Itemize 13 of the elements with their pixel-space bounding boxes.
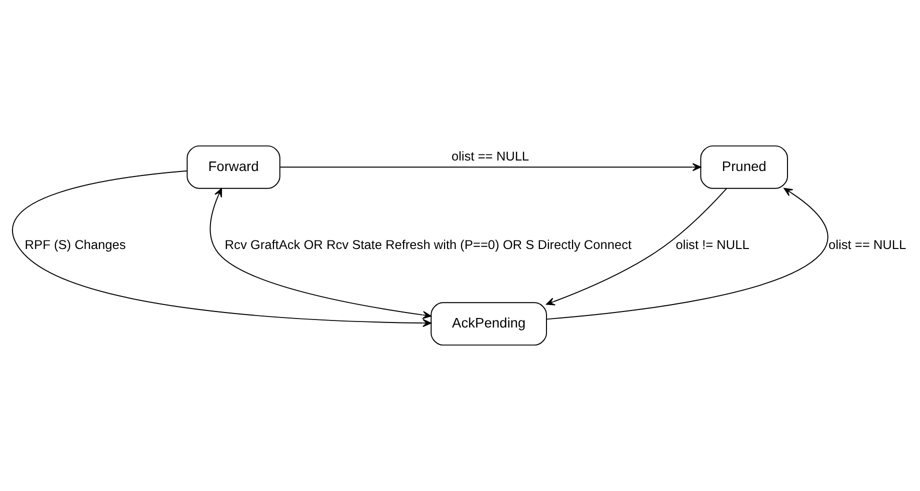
node-box: Forward <box>186 145 280 189</box>
edge-label: olist != NULL <box>676 236 750 252</box>
edge-label: olist == NULL <box>452 148 530 164</box>
edge-label: RPF (S) Changes <box>24 236 126 252</box>
arrow <box>210 188 432 319</box>
arrow <box>280 163 702 172</box>
arrow <box>12 170 432 328</box>
node-box: AckPending <box>430 302 547 346</box>
arrow <box>546 188 828 320</box>
arrow <box>546 188 728 306</box>
node-box: Pruned <box>700 145 788 189</box>
edge-label: olist == NULL <box>828 236 906 252</box>
edge-label: Rcv GraftAck OR Rcv State Refresh with (P==0) OR S Directly Connect <box>224 236 632 252</box>
